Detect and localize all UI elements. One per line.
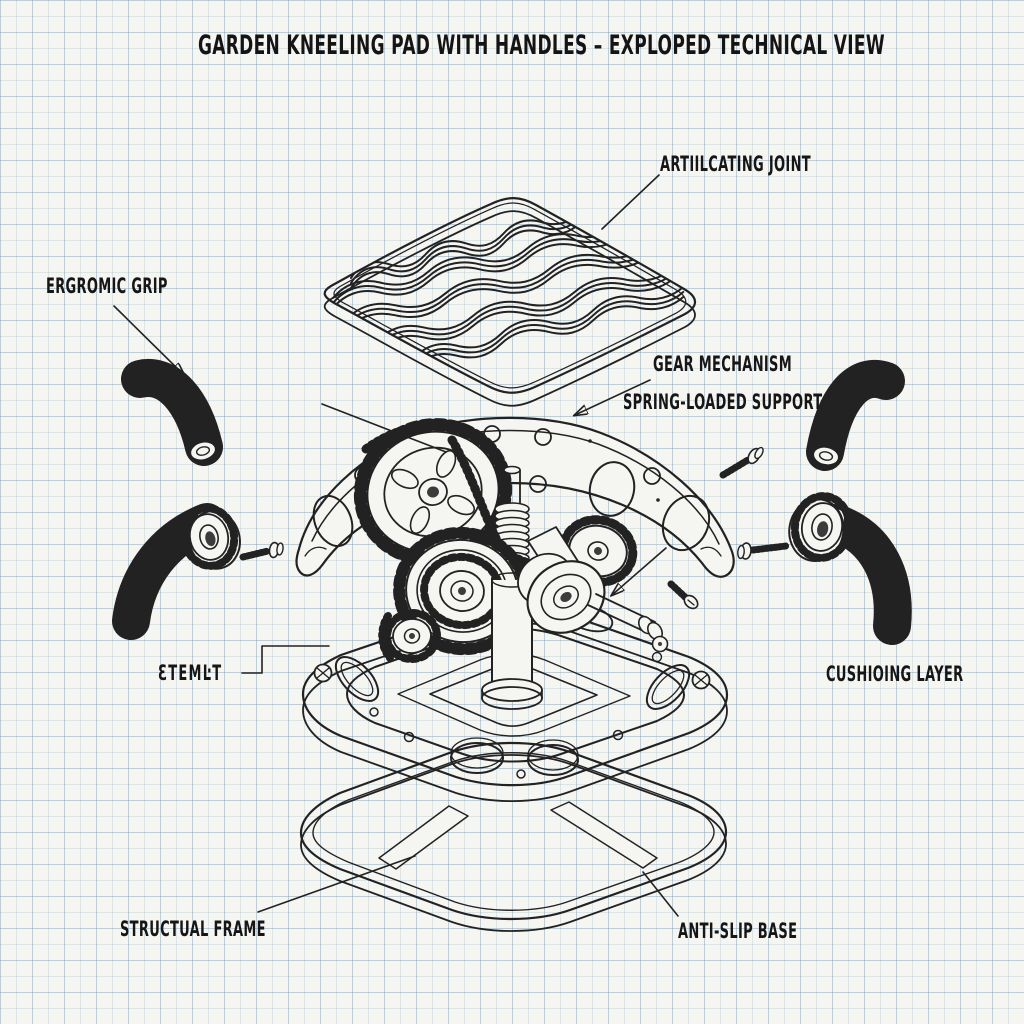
gear-mechanism-part	[353, 418, 699, 710]
leader-lines	[113, 174, 679, 917]
leader-anti-slip-base	[642, 871, 679, 917]
leader-gear-area	[321, 403, 447, 453]
left-handles	[112, 359, 284, 640]
label-etemat: ƐTEMĿT	[158, 661, 223, 685]
page-title: GARDEN KNEELING PAD WITH HANDLES – EXPLO…	[198, 30, 885, 61]
right-handles	[719, 359, 912, 645]
leader-spring-support	[575, 379, 651, 415]
leader-axle	[612, 547, 667, 595]
leader-articulating-joint	[601, 174, 660, 230]
leader-etemat	[241, 645, 330, 674]
label-articulating-joint: ARTIILCATING JOINT	[660, 152, 811, 176]
label-gear-mechanism: GEAR MECHANISM	[653, 352, 793, 376]
label-anti-slip-base: ANTI-SLIP BASE	[678, 919, 798, 943]
leader-ergonomic-grip	[113, 305, 184, 375]
label-cushioning-layer: CUSHIOING LAYER	[826, 662, 964, 686]
anti-slip-base-part	[299, 741, 728, 932]
leader-structural-frame	[257, 855, 416, 913]
cushion-pad-part	[323, 197, 697, 407]
label-ergonomic-grip: ERGROMIC GRIP	[46, 274, 168, 298]
label-spring-loaded-support: SPRING-LOADED SUPPORT	[623, 390, 823, 414]
label-structural-frame: STRUCTUAL FRAME	[120, 917, 266, 941]
